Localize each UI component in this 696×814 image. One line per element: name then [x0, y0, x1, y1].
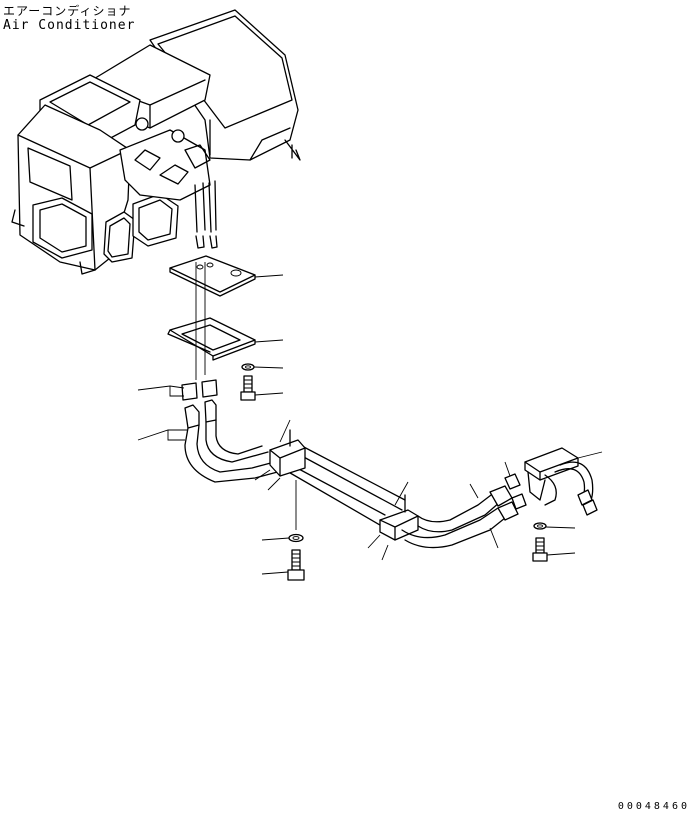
gasket-plate — [169, 255, 284, 297]
refrigerant-pipes — [137, 399, 519, 561]
leader-washer-right — [545, 526, 576, 529]
leader-pipes — [137, 429, 188, 441]
title-english: Air Conditioner — [3, 18, 136, 33]
leader-bolt-lower — [261, 571, 289, 575]
washer-right — [533, 522, 576, 530]
bolt-upper — [240, 375, 284, 401]
leader-bracket-frame — [254, 339, 284, 343]
drawing-number: 00048460 — [617, 801, 690, 812]
leader-bolt-right — [546, 552, 576, 556]
leader-bolt-upper — [254, 392, 284, 396]
leader-washer-upper — [253, 366, 284, 369]
bracket-frame — [167, 262, 284, 380]
washer-lower — [261, 480, 304, 543]
title-japanese: エアーコンディショナ — [3, 4, 132, 18]
hose-clamps — [137, 379, 218, 401]
leader-hose-clamps — [137, 385, 185, 397]
air-conditioner-unit — [11, 9, 301, 275]
bolt-lower — [261, 549, 305, 581]
leader-washer-lower — [261, 537, 290, 541]
leader-right-bracket — [577, 451, 603, 459]
right-bracket-assembly — [504, 447, 603, 516]
bolt-right — [532, 537, 576, 562]
leader-gasket-plate — [254, 274, 284, 278]
washer-upper — [241, 363, 284, 371]
